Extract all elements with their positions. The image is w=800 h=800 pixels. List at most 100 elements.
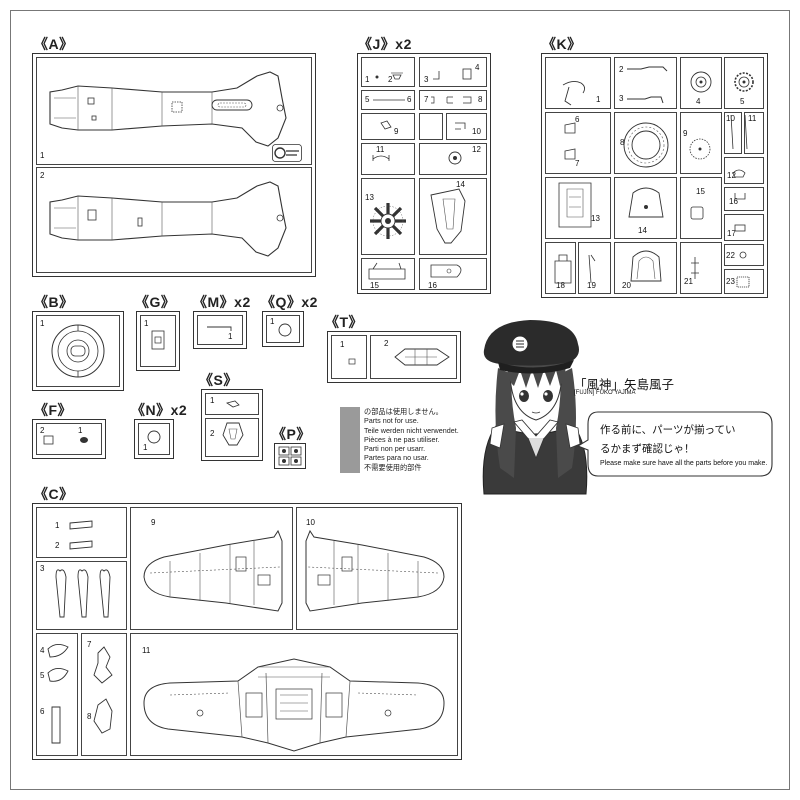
sprue-j-cell (419, 90, 487, 110)
speech-text-en: Please make sure have all the parts befo… (600, 460, 768, 467)
wing-upper-right-drawing (305, 529, 445, 612)
part-number: 2 (388, 75, 393, 84)
part-number: 1 (228, 332, 233, 341)
legend-line: Teile werden nicht verwendet. (364, 425, 459, 435)
part-number: 10 (306, 518, 315, 527)
part-number: 14 (456, 180, 465, 189)
part-number: 18 (556, 281, 565, 290)
sprue-label-t: 《T》 (325, 314, 364, 330)
part-number: 6 (40, 707, 45, 716)
part-number: 2 (210, 429, 215, 438)
part-number: 2 (40, 171, 45, 180)
sprue-m-cell (197, 315, 243, 345)
part-number: 8 (87, 712, 92, 721)
cockpit-parts-drawing (554, 66, 754, 288)
canopy-drawing (348, 348, 450, 366)
sprue-c-cell (36, 633, 78, 756)
sprue-c-small-parts-drawing (47, 520, 113, 744)
part-number: 1 (210, 396, 215, 405)
part-number: 7 (87, 640, 92, 649)
part-number: 20 (622, 281, 631, 290)
part-number: 2 (619, 65, 624, 74)
sprue-t-cell-1 (331, 335, 367, 379)
sprue-k-cell (680, 112, 722, 174)
part-number: 1 (40, 151, 45, 160)
part-number: 16 (729, 197, 738, 206)
unused-parts-swatch (340, 407, 360, 473)
sprue-label-m: 《M》x2 (193, 294, 251, 310)
part-number: 1 (55, 521, 60, 530)
sprue-j-cell (419, 57, 487, 87)
part-number: 9 (683, 129, 688, 138)
part-number: 1 (596, 95, 601, 104)
speech-text-jp-1: 作る前に、パーツが揃ってい (600, 424, 736, 436)
part-number: 2 (40, 426, 45, 435)
sprue-k-cell (724, 214, 764, 241)
sprue-label-k: 《K》 (542, 36, 582, 52)
wing-lower-drawing (143, 658, 445, 752)
sprue-k-cell (724, 269, 764, 294)
part-number: 11 (142, 646, 151, 655)
cowling-front-drawing (51, 324, 105, 378)
part-number: 12 (472, 145, 481, 154)
part-number: 1 (40, 319, 45, 328)
part-q1-drawing (278, 323, 292, 337)
part-number: 4 (475, 63, 480, 72)
sprue-label-j: 《J》x2 (358, 36, 412, 52)
sprue-c-cell (36, 507, 127, 558)
legend-line: Pièces à ne pas utiliser. (364, 434, 440, 444)
sprue-label-a: 《A》 (34, 36, 74, 52)
part-number: 1 (144, 319, 149, 328)
part-number: 3 (424, 75, 429, 84)
part-number: 3 (619, 94, 624, 103)
sprue-j-cell (419, 178, 487, 255)
part-number: 1 (143, 443, 148, 452)
part-number: 1 (340, 340, 345, 349)
part-number: 11 (376, 145, 385, 154)
character-name-en: [FUJIN] FUKO YAJIMA (574, 390, 636, 396)
sprue-g-cell (140, 315, 176, 367)
part-number: 1 (270, 317, 275, 326)
fuselage-half-right-drawing (49, 181, 287, 257)
small-parts-drawing (368, 68, 472, 280)
mascot-character-illustration (482, 320, 588, 495)
sprue-j-cell (361, 57, 415, 87)
unused-parts-legend: の部品は使用しません。 Parts not for use. Teile wer… (364, 407, 459, 472)
part-number: 13 (365, 193, 374, 202)
sprue-label-f: 《F》 (34, 402, 73, 418)
part-number: 23 (726, 277, 735, 286)
part-number: 10 (726, 114, 735, 123)
part-number: 9 (151, 518, 156, 527)
sprue-label-s: 《S》 (199, 372, 238, 388)
sheet-border (10, 10, 790, 790)
sprue-s-cell-2 (205, 418, 259, 457)
part-number: 8 (478, 95, 483, 104)
sprue-j-cell (419, 258, 487, 290)
speech-bubble (576, 411, 773, 477)
sprue-label-b: 《B》 (34, 294, 74, 310)
part-number: 15 (370, 281, 379, 290)
character-name: 「風神」矢島風子 (574, 378, 675, 392)
sprue-k-cell (744, 112, 764, 154)
part-number: 16 (428, 281, 437, 290)
part-number: 5 (740, 97, 745, 106)
part-number: 4 (40, 646, 45, 655)
part-number: 14 (638, 226, 647, 235)
part-number: 2 (384, 339, 389, 348)
sprue-k-cell (680, 177, 722, 239)
part-number: 3 (40, 564, 45, 573)
sprue-k-cell (545, 112, 611, 174)
sprue-k-cell (545, 177, 611, 239)
sprue-j-cell (361, 178, 415, 255)
sprue-j-cell (446, 113, 487, 140)
part-number: 1 (78, 426, 83, 435)
sprue-f-cell (36, 423, 102, 455)
part-number: 17 (727, 229, 736, 238)
part-number: 7 (424, 95, 429, 104)
sprue-k-cell (545, 57, 611, 109)
part-number: 19 (587, 281, 596, 290)
sprue-c-cell (36, 561, 127, 630)
sprue-label-g: 《G》 (135, 294, 176, 310)
sprue-k-cell (680, 242, 722, 294)
part-m1-drawing (207, 326, 232, 331)
